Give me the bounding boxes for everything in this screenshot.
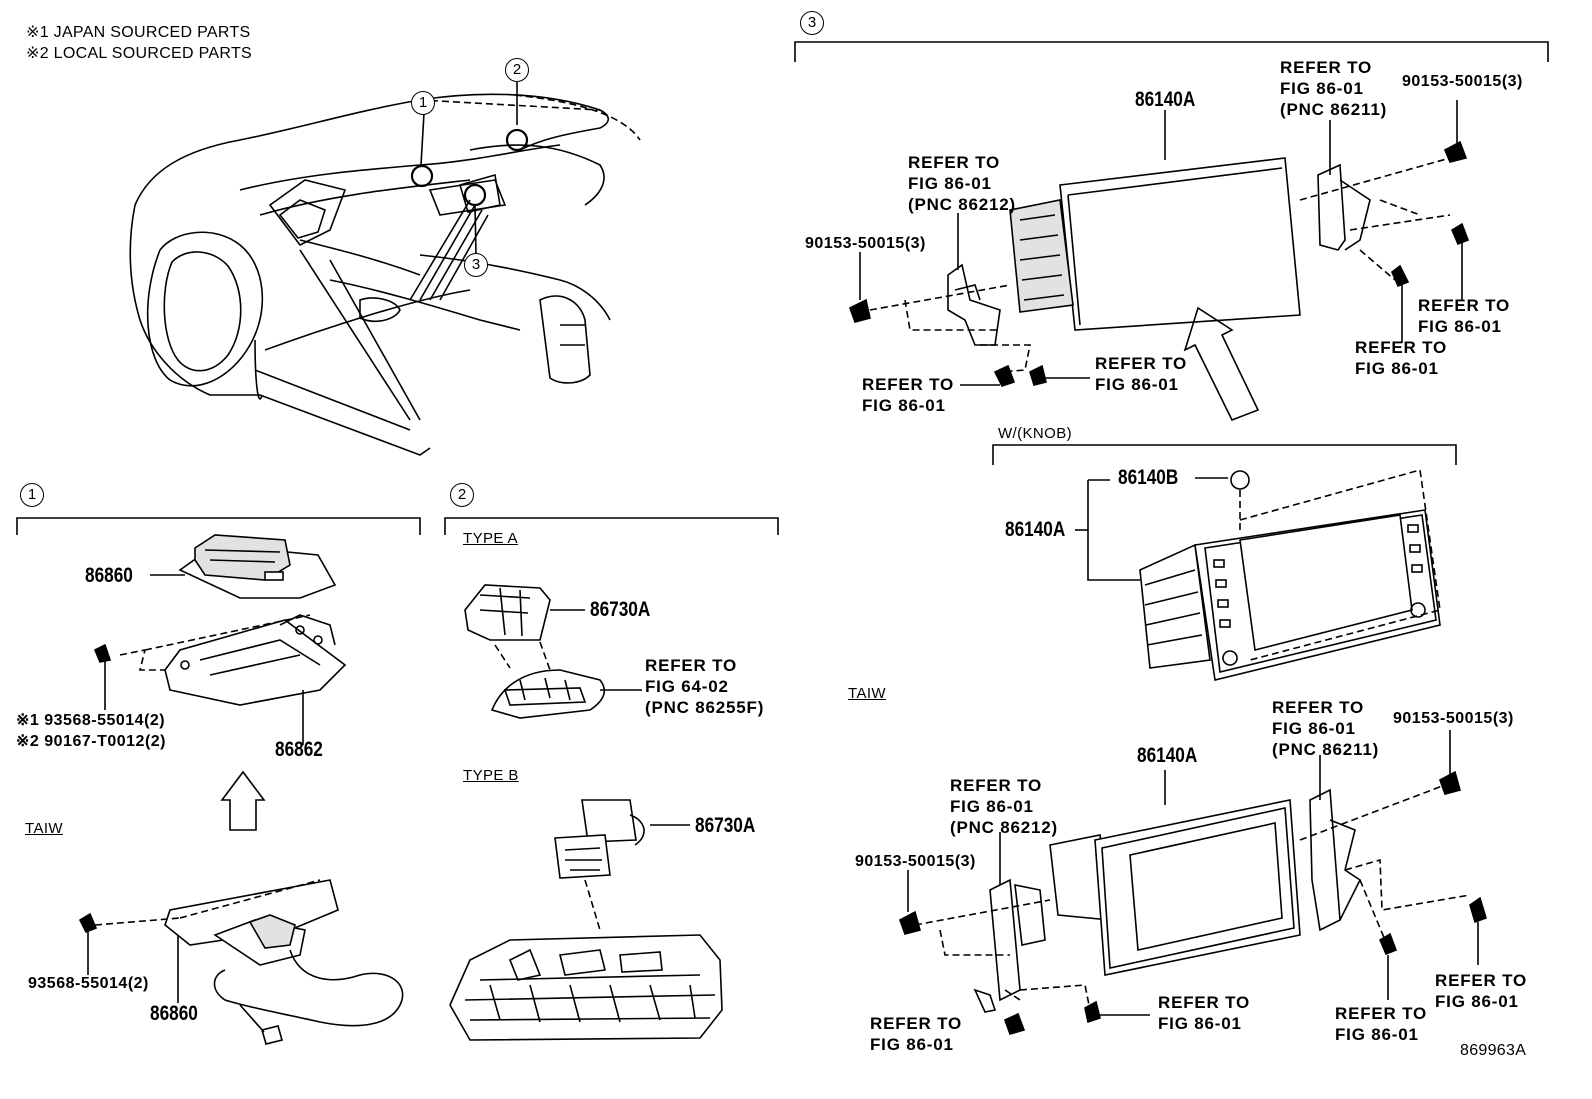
ref-mid-bottom: REFER TO FIG 86-01 [1158, 992, 1250, 1034]
ref-fig64-line1: REFER TO [645, 656, 738, 675]
callout-1-overview: 1 [411, 91, 435, 115]
ref-line: REFER TO [1280, 58, 1373, 77]
note-local-sourced: ※2 LOCAL SOURCED PARTS [26, 45, 252, 62]
ref-line: (PNC 86211) [1272, 740, 1380, 759]
section-3-bottom-drawing [899, 730, 1487, 1035]
ref-line: FIG 86-01 [908, 174, 992, 193]
ref-fig64-line3: (PNC 86255F) [645, 698, 765, 717]
part-86140a-top: 86140A [1135, 88, 1196, 111]
ref-pnc86211-top: REFER TO FIG 86-01 (PNC 86211) [1280, 57, 1387, 120]
ref-right-b-top: REFER TO FIG 86-01 [1355, 337, 1447, 379]
part-japan-bolt: ※1 93568-55014(2) [16, 712, 166, 729]
ref-line: FIG 86-01 [1418, 317, 1502, 336]
ref-line: FIG 86-01 [1280, 79, 1364, 98]
part-86860-top: 86860 [85, 564, 133, 587]
type-b-label: TYPE B [463, 767, 519, 784]
ref-line: FIG 86-01 [1272, 719, 1356, 738]
section-3-knob-drawing [992, 444, 1457, 681]
ref-line: REFER TO [870, 1014, 963, 1033]
ref-line: FIG 86-01 [862, 396, 946, 415]
ref-mid-top: REFER TO FIG 86-01 [1095, 353, 1187, 395]
knob-label: W/(KNOB) [998, 425, 1073, 442]
section-1-callout: 1 [20, 483, 44, 507]
part-86730a-top: 86730A [590, 598, 651, 621]
ref-line: FIG 86-01 [870, 1035, 954, 1054]
section-2-drawing [444, 517, 779, 1041]
part-86140a-knob: 86140A [1005, 518, 1066, 541]
part-bolt-bottom: 93568-55014(2) [28, 975, 149, 992]
bolt-right-top: 90153-50015(3) [1402, 73, 1523, 90]
ref-line: (PNC 86212) [908, 195, 1017, 214]
ref-pnc86212-top: REFER TO FIG 86-01 (PNC 86212) [908, 152, 1016, 215]
ref-bottom-left-top: REFER TO FIG 86-01 [862, 374, 954, 416]
ref-right-a-top: REFER TO FIG 86-01 [1418, 295, 1510, 337]
note-japan-sourced: ※1 JAPAN SOURCED PARTS [26, 24, 251, 41]
ref-line: FIG 86-01 [1355, 359, 1439, 378]
part-86730a-bottom: 86730A [695, 814, 756, 837]
ref-line: FIG 86-01 [950, 797, 1034, 816]
bolt-left-bottom: 90153-50015(3) [855, 853, 976, 870]
ref-right-a-bottom: REFER TO FIG 86-01 [1435, 970, 1527, 1012]
ref-line: REFER TO [862, 375, 955, 394]
part-86140b: 86140B [1118, 466, 1179, 489]
ref-line: REFER TO [1272, 698, 1365, 717]
bolt-right-bottom: 90153-50015(3) [1393, 710, 1514, 727]
taiw-label-section3: TAIW [848, 685, 886, 702]
ref-line: REFER TO [1095, 354, 1188, 373]
taiw-label-section1: TAIW [25, 820, 63, 837]
part-local-bolt: ※2 90167-T0012(2) [16, 733, 166, 750]
section-1-drawing [16, 517, 421, 1045]
ref-fig64-line2: FIG 64-02 [645, 677, 729, 696]
ref-line: REFER TO [1355, 338, 1448, 357]
ref-line: REFER TO [1418, 296, 1511, 315]
type-a-label: TYPE A [463, 530, 518, 547]
callout-3-overview: 3 [464, 253, 488, 277]
figure-id: 869963A [1460, 1042, 1527, 1059]
ref-line: REFER TO [950, 776, 1043, 795]
ref-right-b-bottom: REFER TO FIG 86-01 [1335, 1003, 1427, 1045]
ref-bottom-left-bottom: REFER TO FIG 86-01 [870, 1013, 962, 1055]
ref-line: (PNC 86211) [1280, 100, 1388, 119]
callout-2-overview: 2 [505, 58, 529, 82]
ref-line: FIG 86-01 [1335, 1025, 1419, 1044]
ref-line: REFER TO [908, 153, 1001, 172]
ref-fig64-02: REFER TO FIG 64-02 (PNC 86255F) [645, 655, 764, 718]
section-3-top-drawing [794, 41, 1549, 422]
ref-line: REFER TO [1435, 971, 1528, 990]
part-86862: 86862 [275, 738, 323, 761]
ref-pnc86212-bottom: REFER TO FIG 86-01 (PNC 86212) [950, 775, 1058, 838]
ref-line: (PNC 86212) [950, 818, 1059, 837]
ref-line: FIG 86-01 [1095, 375, 1179, 394]
car-interior-drawing [129, 82, 641, 456]
ref-line: REFER TO [1335, 1004, 1428, 1023]
ref-line: FIG 86-01 [1435, 992, 1519, 1011]
part-86860-bottom: 86860 [150, 1002, 198, 1025]
ref-pnc86211-bottom: REFER TO FIG 86-01 (PNC 86211) [1272, 697, 1379, 760]
ref-line: REFER TO [1158, 993, 1251, 1012]
section-2-callout: 2 [450, 483, 474, 507]
bolt-left-top: 90153-50015(3) [805, 235, 926, 252]
part-86140a-bottom: 86140A [1137, 744, 1198, 767]
ref-line: FIG 86-01 [1158, 1014, 1242, 1033]
section-3-callout: 3 [800, 11, 824, 35]
